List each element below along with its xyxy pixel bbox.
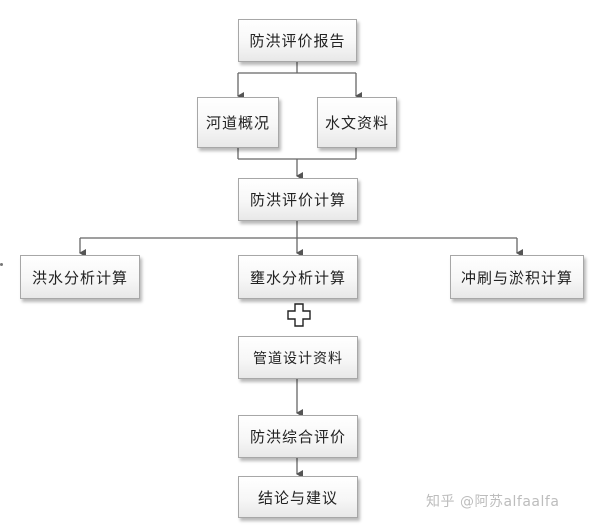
node-scour-calc[interactable]: 冲刷与淤积计算 (450, 255, 584, 299)
node-river[interactable]: 河道概况 (197, 97, 279, 148)
bullet-dot (0, 263, 3, 266)
move-cursor-icon (287, 303, 311, 327)
node-flood-calc[interactable]: 洪水分析计算 (20, 255, 140, 299)
node-backwater-calc[interactable]: 壅水分析计算 (238, 255, 358, 299)
watermark-text: 知乎 @阿苏alfaalfa (426, 494, 560, 510)
node-calc[interactable]: 防洪评价计算 (238, 178, 358, 221)
node-overall-eval[interactable]: 防洪综合评价 (238, 415, 358, 458)
node-conclusion[interactable]: 结论与建议 (238, 476, 358, 518)
node-report[interactable]: 防洪评价报告 (238, 19, 357, 62)
node-pipeline-data[interactable]: 管道设计资料 (238, 336, 358, 379)
node-hydro[interactable]: 水文资料 (317, 97, 397, 148)
